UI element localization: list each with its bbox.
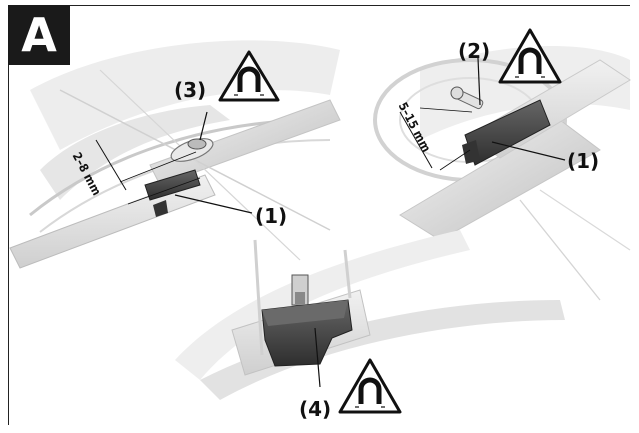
scene-left-chainstay xyxy=(9,40,341,269)
scene-bottom-rim xyxy=(175,230,565,400)
magnet-warning-icon xyxy=(338,358,402,414)
panel-frame xyxy=(8,5,630,425)
callout-1-left: (1) xyxy=(255,204,288,228)
callout-2: (2) xyxy=(458,39,491,63)
panel-label: A xyxy=(8,5,70,65)
callout-4: (4) xyxy=(299,397,332,421)
scene-right-fork xyxy=(373,46,631,301)
callout-3: (3) xyxy=(174,78,207,102)
callout-1-right: (1) xyxy=(567,149,600,173)
magnet-warning-icon xyxy=(218,50,280,102)
magnet-warning-icon xyxy=(498,28,562,84)
